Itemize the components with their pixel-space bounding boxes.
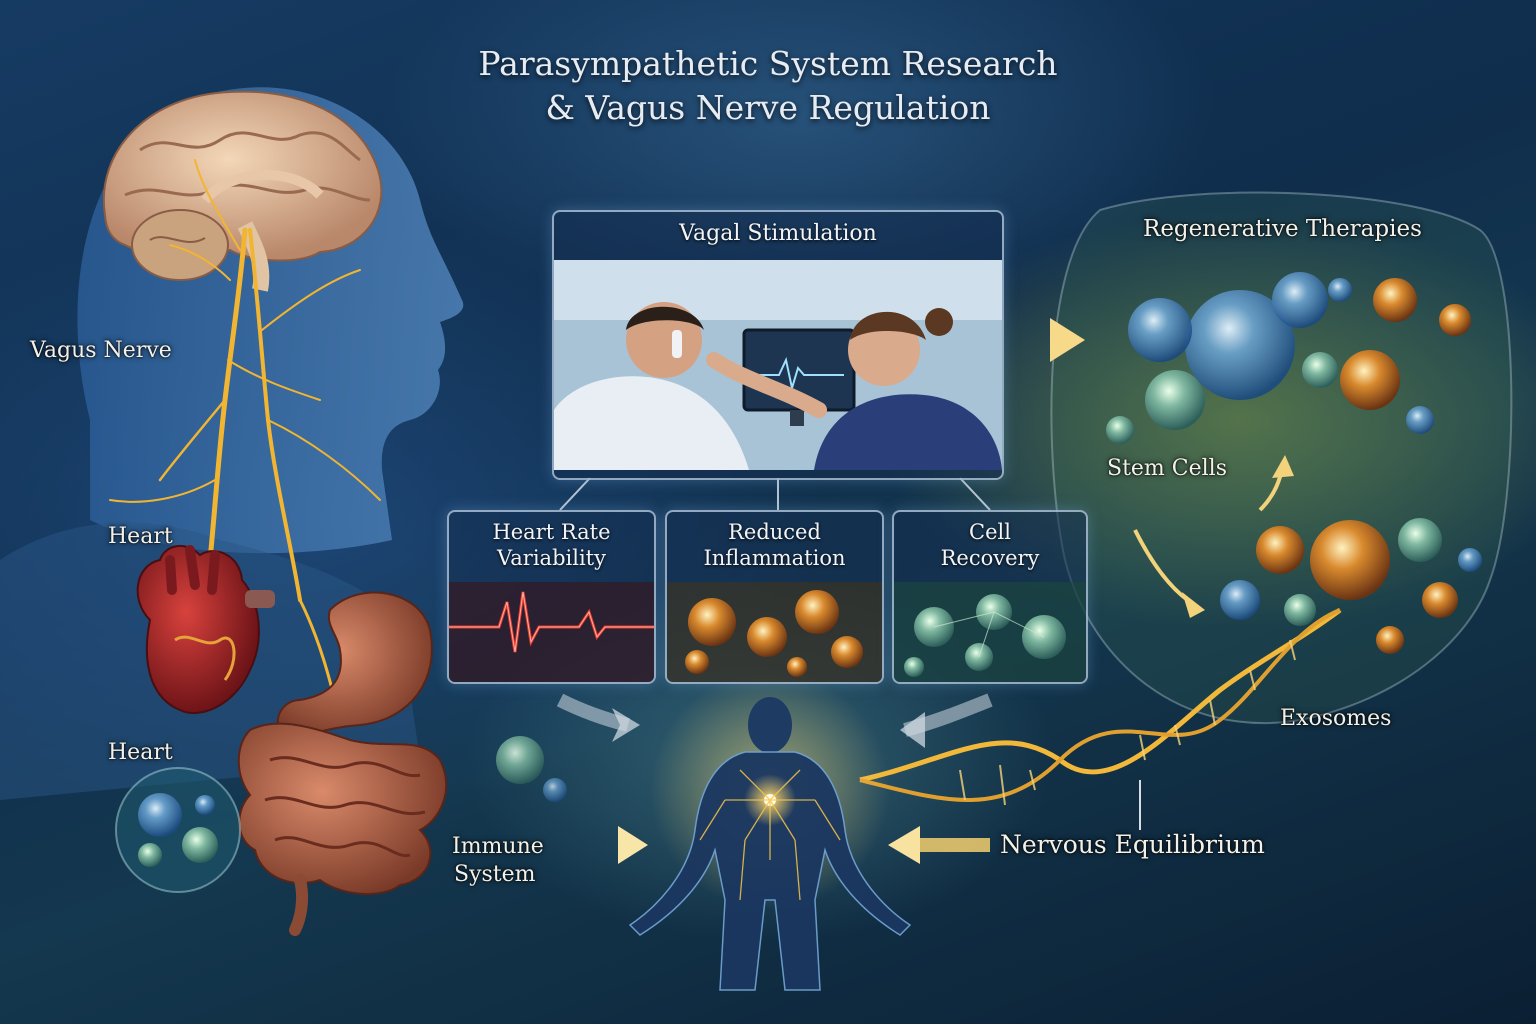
page-title: Parasympathetic System Research [478, 44, 1058, 83]
nervous-equilibrium-label: Nervous Equilibrium [1000, 830, 1265, 859]
ecg-waveform [449, 582, 654, 682]
heart-label-upper: Heart [108, 524, 173, 549]
vagal-stimulation-panel: Vagal Stimulation [552, 210, 1004, 480]
brain-illustration [102, 90, 383, 292]
stem-cells-cluster [1106, 272, 1471, 444]
immune-cells-left [115, 736, 567, 893]
hrv-title-line1: Heart Rate [492, 520, 611, 544]
hrv-title-line2: Variability [497, 546, 606, 570]
page-subtitle: & Vagus Nerve Regulation [545, 88, 991, 127]
inflammation-title-line2: Inflammation [703, 546, 846, 570]
clinical-scene [554, 260, 1002, 470]
exosomes-label: Exosomes [1280, 706, 1392, 731]
immune-label-line2: System [454, 862, 536, 887]
exosomes-cluster [1220, 518, 1482, 654]
vagal-stimulation-title: Vagal Stimulation [679, 221, 877, 246]
dna-helix [859, 607, 1342, 806]
heart-illustration [136, 545, 275, 715]
hrv-panel: Heart Rate Variability [447, 510, 656, 684]
cell-recovery-panel: Cell Recovery [892, 510, 1088, 684]
inflammation-panel: Reduced Inflammation [665, 510, 884, 684]
immune-label-line1: Immune [452, 834, 544, 859]
regenerative-therapies-label: Regenerative Therapies [1143, 216, 1422, 242]
cell-recovery-title-line2: Recovery [940, 546, 1040, 570]
human-figure [628, 670, 912, 991]
recovery-cells [894, 582, 1086, 682]
cell-recovery-title-line1: Cell [969, 520, 1011, 544]
stem-cells-label: Stem Cells [1107, 456, 1228, 481]
digestive-illustration [237, 591, 448, 936]
inflammation-title-line1: Reduced [728, 520, 821, 544]
heart-label-lower: Heart [108, 740, 173, 765]
flow-arrows [550, 318, 1294, 864]
inflammation-cells [667, 582, 882, 682]
panel-connectors [559, 477, 991, 511]
vagus-nerve-label: Vagus Nerve [30, 338, 172, 363]
